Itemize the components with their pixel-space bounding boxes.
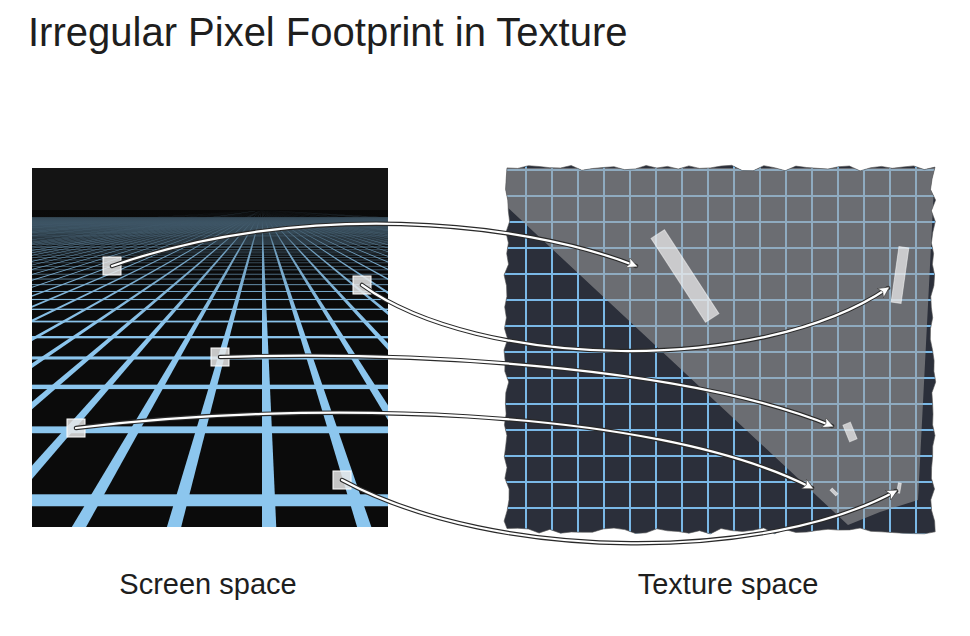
mapping-arrow [76, 413, 812, 488]
screen-image [32, 168, 388, 527]
mapping-arrow [342, 480, 896, 543]
perspective-grid [32, 210, 388, 527]
panel-label: Texture space [548, 568, 908, 601]
pixel-footprint [843, 422, 857, 442]
grid-line [499, 160, 501, 540]
grid-line [941, 160, 943, 540]
pixel-footprint [651, 230, 719, 323]
pixel-footprint [830, 488, 838, 496]
diagram-title: Irregular Pixel Footprint in Texture [28, 10, 628, 55]
grid-row [32, 336, 388, 338]
mapping-arrow [112, 224, 636, 266]
panel-label: Screen space [28, 568, 388, 601]
arrow-outlines [76, 224, 896, 544]
mapping-arrow [220, 356, 832, 426]
grid-line [495, 533, 945, 535]
mapping-arrow [362, 285, 888, 351]
pixel-footprint [891, 247, 909, 304]
